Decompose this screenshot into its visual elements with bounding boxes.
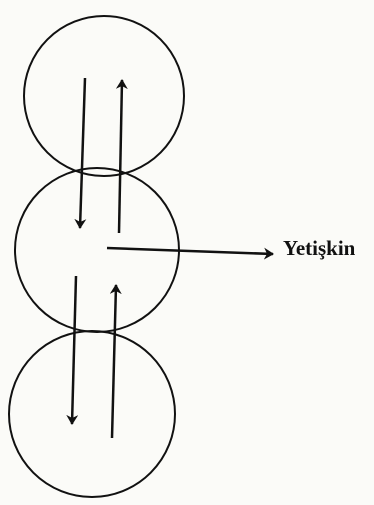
top-up-arrow (115, 79, 128, 234)
bottom-circle (8, 330, 176, 498)
top-circle (23, 15, 185, 177)
adult-label: Yetişkin (283, 236, 356, 260)
bottom-down-arrow (66, 275, 79, 425)
right-arrow (106, 246, 274, 260)
bottom-up-arrow (109, 284, 122, 439)
top-down-arrow (74, 77, 87, 229)
